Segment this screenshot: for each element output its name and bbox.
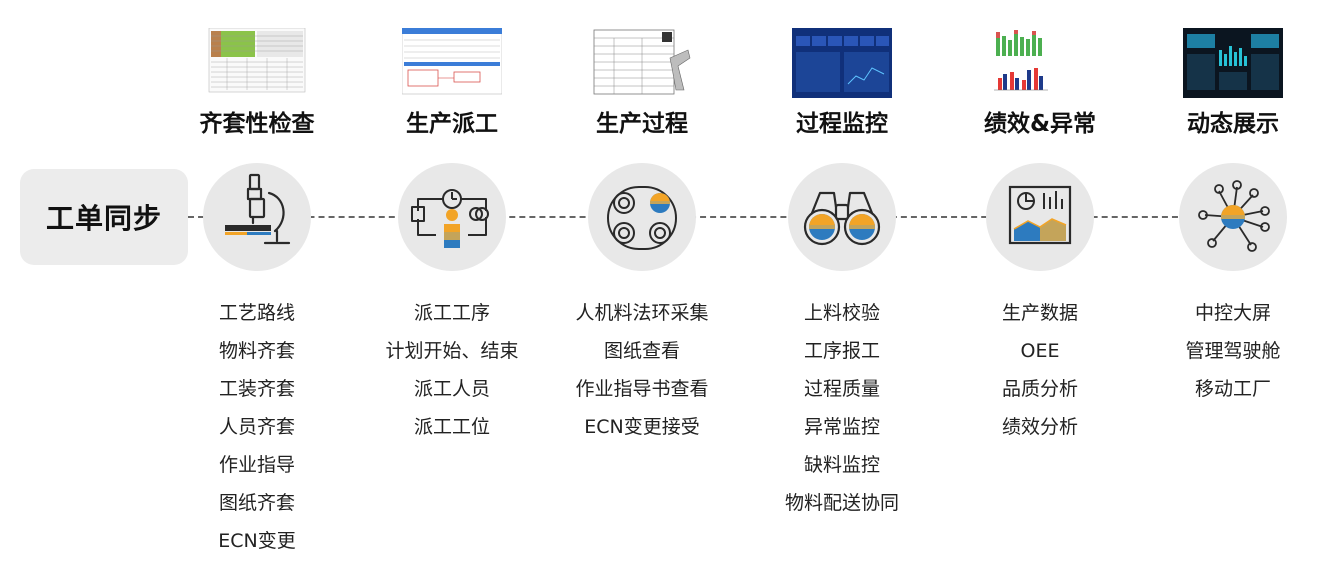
list-item: 中控大屏 [1194,302,1271,324]
stage-item-list: 中控大屏 管理驾驶舱 移动工厂 [1133,294,1333,408]
list-item: 作业指导 [218,454,295,476]
list-item: 人员齐套 [218,416,295,438]
stage-title: 生产派工 [406,111,498,137]
list-item: 管理驾驶舱 [1185,340,1281,362]
analytics-chart-icon [1008,185,1072,245]
list-item: 异常监控 [803,416,880,438]
binoculars-icon [803,191,881,246]
stage-item-list: 人机料法环采集 图纸查看 作业指导书查看 ECN变更接受 [542,294,742,446]
dispatch-flow-icon [411,189,489,248]
list-item: 图纸查看 [603,340,680,362]
list-item: 上料校验 [803,302,880,324]
list-item: 人机料法环采集 [575,302,709,324]
stage-title: 过程监控 [796,111,888,137]
stage-item-list: 工艺路线 物料齐套 工装齐套 人员齐套 作业指导 图纸齐套 ECN变更 [157,294,357,560]
bar-charts-thumbnail [990,28,1090,98]
list-item: ECN变更接受 [584,416,700,438]
list-item: 工装齐套 [218,378,295,400]
list-item: 工序报工 [803,340,880,362]
list-item: 作业指导书查看 [575,378,709,400]
paper-form-thumbnail [592,28,692,98]
dark-dashboard-thumbnail [1183,28,1283,98]
work-order-sync-label: 工单同步 [45,202,162,235]
stage-item-list: 生产数据 OEE 品质分析 绩效分析 [940,294,1140,446]
list-item: 绩效分析 [1001,416,1078,438]
list-item: OEE [1020,340,1060,362]
list-item: 物料齐套 [218,340,295,362]
stage-icon-circle [203,163,311,271]
list-item: 生产数据 [1001,302,1078,324]
network-nodes-icon [1198,180,1270,252]
microscope-icon [225,173,291,245]
conveyor-icon [607,186,677,250]
list-item: ECN变更 [218,530,296,552]
list-item: 工艺路线 [218,302,295,324]
stage-icon-circle [788,163,896,271]
stage-item-list: 派工工序 计划开始、结束 派工人员 派工工位 [352,294,552,446]
list-item: 派工工位 [413,416,490,438]
list-item: 缺料监控 [803,454,880,476]
stage-title: 绩效&异常 [983,111,1097,137]
stage-title: 生产过程 [596,111,688,137]
dispatch-form-thumbnail [402,28,502,98]
stage-title: 动态展示 [1187,111,1279,137]
work-order-sync-box: 工单同步 [20,169,188,265]
list-item: 移动工厂 [1194,378,1271,400]
list-item: 图纸齐套 [218,492,295,514]
list-item: 品质分析 [1001,378,1078,400]
stage-item-list: 上料校验 工序报工 过程质量 异常监控 缺料监控 物料配送协同 [742,294,942,522]
list-item: 物料配送协同 [784,492,899,514]
stage-icon-circle [986,163,1094,271]
stage-icon-circle [1179,163,1287,271]
stage-icon-circle [588,163,696,271]
blue-dashboard-thumbnail [792,28,892,98]
stage-icon-circle [398,163,506,271]
spreadsheet-thumbnail [207,28,307,98]
list-item: 计划开始、结束 [385,340,519,362]
list-item: 过程质量 [803,378,880,400]
list-item: 派工人员 [413,378,490,400]
list-item: 派工工序 [413,302,490,324]
stage-title: 齐套性检查 [199,111,315,137]
